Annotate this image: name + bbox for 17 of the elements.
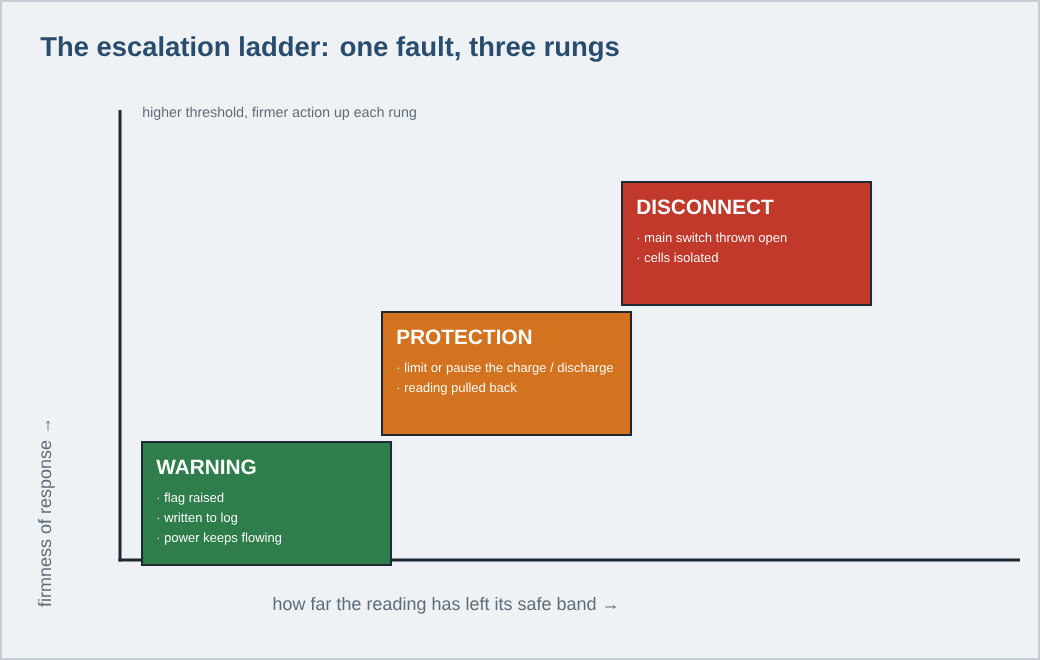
rung-box	[621, 181, 872, 306]
axis-title: how far the reading has left its safe band →	[273, 596, 616, 614]
bullet-item: · reading pulled back	[397, 382, 517, 395]
rung-heading: DISCONNECT	[637, 199, 774, 215]
bullet-item: · limit or pause the charge / discharge	[397, 362, 614, 375]
axis-note: higher threshold, firmer action up each rung	[143, 106, 416, 120]
bullet-item: · flag raised	[157, 492, 224, 505]
rung-heading: PROTECTION	[397, 329, 532, 345]
diagram-title: The escalation ladder: one fault, three rungs	[40, 36, 619, 62]
bullet-item: · written to log	[157, 512, 237, 525]
rung-heading: WARNING	[156, 459, 256, 475]
axis-title: firmness of response →	[37, 420, 55, 607]
rung-box	[141, 441, 392, 566]
rung-box	[381, 311, 632, 436]
bullet-item: · cells isolated	[637, 252, 718, 263]
bullet-item: · main switch thrown open	[637, 232, 787, 245]
bullet-item: · power keeps flowing	[157, 532, 282, 545]
